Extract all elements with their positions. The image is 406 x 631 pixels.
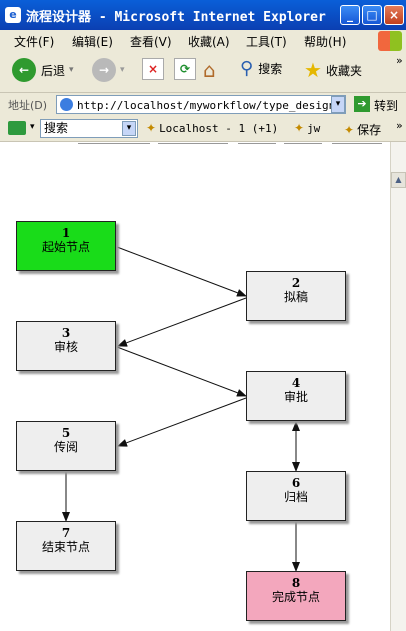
workflow-node-end[interactable]: 7 结束节点 (16, 521, 116, 571)
node-label: 拟稿 (283, 290, 308, 304)
node-number: 2 (291, 276, 301, 290)
minimize-button[interactable]: _ (340, 5, 360, 25)
favorites-button[interactable]: ★ 收藏夹 (304, 58, 362, 82)
edge-4-5 (117, 397, 247, 447)
forward-dropdown-icon[interactable]: ▾ (120, 65, 125, 75)
link-save[interactable]: ✦ 保存 (344, 121, 381, 138)
forward-button[interactable]: → ▾ (92, 58, 125, 82)
close-button[interactable]: × (384, 5, 404, 25)
link-icon: ✦ (294, 121, 305, 135)
divider (238, 143, 276, 144)
toolbar-overflow-icon[interactable]: » (396, 54, 403, 67)
back-label: 后退 (41, 63, 66, 78)
menu-tools[interactable]: 工具(T) (246, 35, 287, 49)
forward-arrow-icon: → (92, 58, 116, 82)
node-label: 起始节点 (41, 240, 90, 254)
favorites-label: 收藏夹 (325, 63, 362, 78)
windows-logo-icon (378, 31, 402, 51)
links-search-dropdown-icon[interactable]: ▾ (122, 121, 136, 136)
refresh-icon: ⟳ (174, 58, 196, 80)
link-save-label: 保存 (357, 123, 382, 137)
menu-edit[interactable]: 编辑(E) (72, 35, 113, 49)
node-number: 4 (291, 376, 301, 390)
title-bar: e 流程设计器 - Microsoft Internet Explorer _ … (0, 0, 406, 30)
node-number: 1 (61, 226, 71, 240)
stop-button[interactable]: × (142, 58, 164, 80)
divider (158, 143, 228, 144)
workflow-node-start[interactable]: 1 起始节点 (16, 221, 116, 271)
go-arrow-icon[interactable]: ➔ (354, 96, 370, 112)
ie-app-icon: e (5, 7, 21, 23)
node-number: 5 (61, 426, 71, 440)
link-icon: ✦ (146, 121, 157, 135)
node-label: 审核 (53, 340, 78, 354)
back-arrow-icon: ← (12, 58, 36, 82)
menu-view[interactable]: 查看(V) (130, 35, 172, 49)
search-button[interactable]: ⚲ 搜索 (240, 58, 282, 79)
node-number: 8 (291, 576, 301, 590)
workflow-node-archive[interactable]: 6 归档 (246, 471, 346, 521)
node-label: 审批 (283, 390, 308, 404)
toolbar-dropdown-icon[interactable]: ▾ (30, 122, 35, 132)
address-bar: 地址(D) http://localhost/myworkflow/type_d… (0, 93, 406, 118)
toolbar-grip-icon[interactable] (8, 121, 26, 135)
home-icon: ⌂ (203, 58, 216, 82)
edge-2-3 (117, 297, 247, 347)
page-icon (60, 98, 73, 111)
star-icon: ★ (304, 58, 322, 82)
workflow-node-circulate[interactable]: 5 传阅 (16, 421, 116, 471)
node-label: 归档 (283, 490, 308, 504)
window-title: 流程设计器 - Microsoft Internet Explorer (26, 10, 326, 25)
refresh-button[interactable]: ⟳ (174, 58, 196, 80)
link-jw[interactable]: ✦ jw (294, 121, 320, 135)
divider (284, 143, 322, 144)
address-dropdown-icon[interactable]: ▾ (331, 96, 345, 113)
link-jw-label: jw (307, 121, 321, 135)
links-search-input[interactable]: 搜索 (40, 119, 138, 138)
node-number: 3 (61, 326, 71, 340)
home-button[interactable]: ⌂ (203, 58, 216, 82)
menu-favorites[interactable]: 收藏(A) (188, 35, 230, 49)
links-bar: ▾ 搜索 ▾ ✦ Localhost - 1 (+1) ✦ jw ✦ 保存 » (0, 117, 406, 142)
workflow-node-approve[interactable]: 4 审批 (246, 371, 346, 421)
node-label: 结束节点 (41, 540, 90, 554)
address-label: 地址(D) (8, 99, 48, 112)
maximize-button[interactable]: □ (362, 5, 382, 25)
edge-1-2 (116, 246, 247, 297)
divider (78, 143, 150, 144)
address-url: http://localhost/myworkflow/type_design.… (77, 99, 346, 112)
divider (332, 143, 382, 144)
node-label: 完成节点 (271, 590, 320, 604)
standard-toolbar: ← 后退 ▾ → ▾ × ⟳ ⌂ ⚲ 搜索 ★ 收藏夹 » (0, 52, 406, 93)
scroll-up-icon[interactable]: ▲ (391, 172, 406, 188)
workflow-node-review[interactable]: 3 审核 (16, 321, 116, 371)
link-localhost[interactable]: ✦ Localhost - 1 (+1) (146, 121, 278, 135)
node-number: 6 (291, 476, 301, 490)
go-label[interactable]: 转到 (374, 99, 399, 113)
stop-icon: × (142, 58, 164, 80)
menu-file[interactable]: 文件(F) (14, 35, 55, 49)
links-overflow-icon[interactable]: » (396, 119, 403, 132)
links-search-text: 搜索 (44, 121, 69, 135)
vertical-scrollbar[interactable]: ▲ (390, 142, 406, 631)
link-icon: ✦ (344, 122, 355, 137)
search-label: 搜索 (258, 62, 283, 76)
address-input[interactable]: http://localhost/myworkflow/type_design.… (56, 95, 346, 114)
workflow-node-draft[interactable]: 2 拟稿 (246, 271, 346, 321)
link-localhost-label: Localhost - 1 (+1) (159, 121, 279, 135)
node-number: 7 (61, 526, 71, 540)
edge-3-4 (116, 346, 247, 397)
menu-help[interactable]: 帮助(H) (304, 35, 347, 49)
back-dropdown-icon[interactable]: ▾ (69, 65, 74, 75)
back-button[interactable]: ← 后退 ▾ (12, 58, 74, 82)
workflow-node-complete[interactable]: 8 完成节点 (246, 571, 346, 621)
search-icon: ⚲ (240, 58, 254, 79)
menu-bar: 文件(F) 编辑(E) 查看(V) 收藏(A) 工具(T) 帮助(H) (0, 30, 406, 53)
node-label: 传阅 (53, 440, 78, 454)
